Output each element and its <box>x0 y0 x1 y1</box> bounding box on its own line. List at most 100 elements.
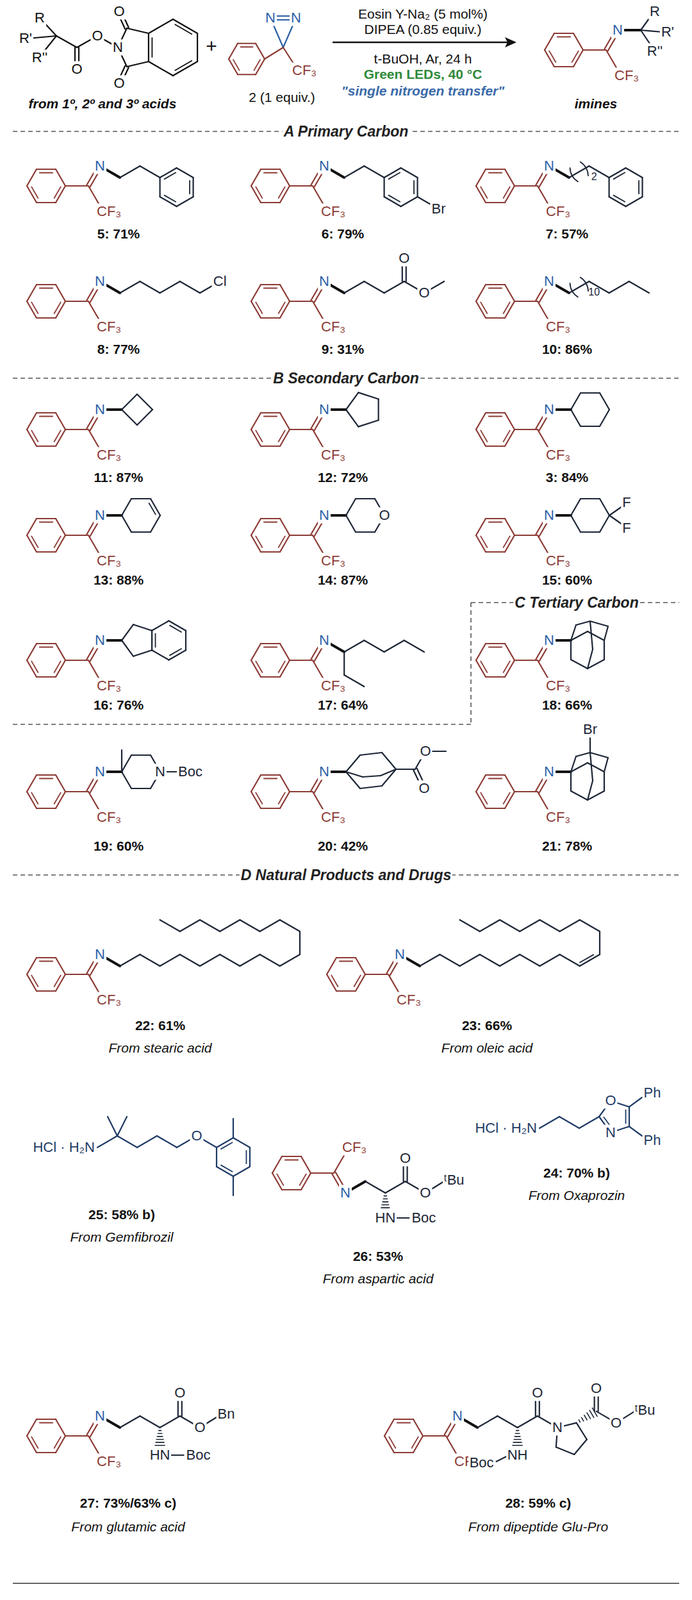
bond-line <box>514 659 538 661</box>
bond-line <box>56 35 77 48</box>
nitrogen-label: N <box>317 401 331 418</box>
bond-line <box>26 412 37 430</box>
nitrogen-label: N <box>542 763 556 780</box>
bond-line <box>55 643 66 660</box>
hashed-bond <box>383 1194 387 1197</box>
atom-label: Boc <box>185 1446 213 1463</box>
bond-line <box>606 49 618 70</box>
bond-line <box>504 169 515 186</box>
bond-line <box>215 1146 218 1167</box>
bond-line <box>36 551 56 553</box>
bond-line <box>189 180 191 194</box>
atom-label: Br <box>430 200 448 217</box>
bond-line <box>26 518 37 536</box>
bond-line <box>255 535 263 548</box>
bond-line <box>276 1173 284 1185</box>
bond-line <box>485 807 505 809</box>
bond-line <box>476 429 486 446</box>
bond-line <box>260 642 281 644</box>
bond-line <box>326 973 337 991</box>
bond-line <box>26 535 37 552</box>
atom-label: O <box>69 60 84 77</box>
bond-line <box>36 989 56 992</box>
yield-label: 26: 53% <box>351 1248 405 1264</box>
bond-line <box>573 49 584 67</box>
atom-label: Br <box>581 720 599 737</box>
cf3-label: CF₃ <box>319 808 347 825</box>
condition-label: DIPEA (0.85 equiv.) <box>363 21 484 38</box>
bond-line <box>55 1418 66 1436</box>
bond-line <box>88 1435 100 1456</box>
bond-line <box>255 186 263 198</box>
bond-line <box>417 196 430 204</box>
hashed-bond <box>513 1438 521 1440</box>
bond-line <box>404 640 425 652</box>
section-header: A Primary Carbon <box>282 123 411 140</box>
bond-line <box>36 1451 56 1453</box>
bond-line <box>613 172 626 179</box>
bond-line <box>107 1116 118 1136</box>
bond-line <box>36 317 56 319</box>
atom-label: O <box>90 27 104 44</box>
bond-line <box>504 301 515 318</box>
bond-line <box>251 659 261 677</box>
bottom-rule <box>12 1581 680 1584</box>
bond-line <box>228 58 238 75</box>
bond-line <box>397 1421 411 1424</box>
yield-label: 10: 86% <box>540 341 594 357</box>
bond-line <box>121 754 132 772</box>
bond-line <box>251 643 261 660</box>
bond-line <box>173 61 198 76</box>
bond-line <box>54 1435 61 1448</box>
bond-line <box>413 1418 423 1436</box>
salt-label: HCl · H₂N <box>473 1119 539 1136</box>
bond-line <box>281 1155 302 1157</box>
bond-line <box>289 790 313 792</box>
bond-line <box>221 1164 233 1172</box>
bond-line <box>160 1415 181 1427</box>
bond-line <box>55 659 66 677</box>
yield-label: 12: 72% <box>316 469 370 486</box>
bond-line <box>151 630 153 651</box>
bond-line <box>537 185 550 206</box>
bond-line <box>485 551 505 553</box>
nitrogen-label: N <box>93 763 107 780</box>
bond-line <box>280 185 290 203</box>
bond-line <box>394 1417 414 1420</box>
section-header: D Natural Products and Drugs <box>239 866 453 883</box>
bond-line <box>539 1116 560 1128</box>
cf3-label: CF₃ <box>95 552 123 569</box>
bond-line <box>65 973 89 975</box>
yield-label: 18: 66% <box>540 697 594 713</box>
atom-label: O <box>398 1149 412 1166</box>
bond-line <box>278 429 286 442</box>
product-caption: imines <box>573 96 619 112</box>
hashed-bond <box>514 1435 521 1437</box>
bond-line <box>590 620 609 627</box>
bond-line <box>609 281 630 293</box>
bond-line <box>570 392 581 410</box>
bond-line <box>36 807 56 809</box>
bond-line <box>599 930 601 955</box>
bond-line <box>31 535 38 548</box>
bond-line <box>419 954 440 966</box>
bond-line <box>559 1116 580 1128</box>
bond-line <box>485 168 505 170</box>
bond-line <box>36 517 56 519</box>
atom-label: F <box>620 494 632 511</box>
bond-line <box>180 954 200 966</box>
bond-line <box>126 61 149 67</box>
bond-line <box>169 648 182 655</box>
bond-line <box>331 974 338 987</box>
bond-line <box>613 195 626 202</box>
cf3-label: CF₃ <box>95 203 123 220</box>
nitrogen-label: N <box>93 506 107 523</box>
bond-line <box>121 498 132 516</box>
bond-line <box>263 777 277 780</box>
bond-line <box>280 429 290 446</box>
bond-line <box>301 1172 311 1190</box>
yield-label: 11: 87% <box>92 469 145 486</box>
bond-line <box>476 535 486 552</box>
bond-line <box>445 1435 458 1456</box>
bond-line <box>363 281 384 293</box>
